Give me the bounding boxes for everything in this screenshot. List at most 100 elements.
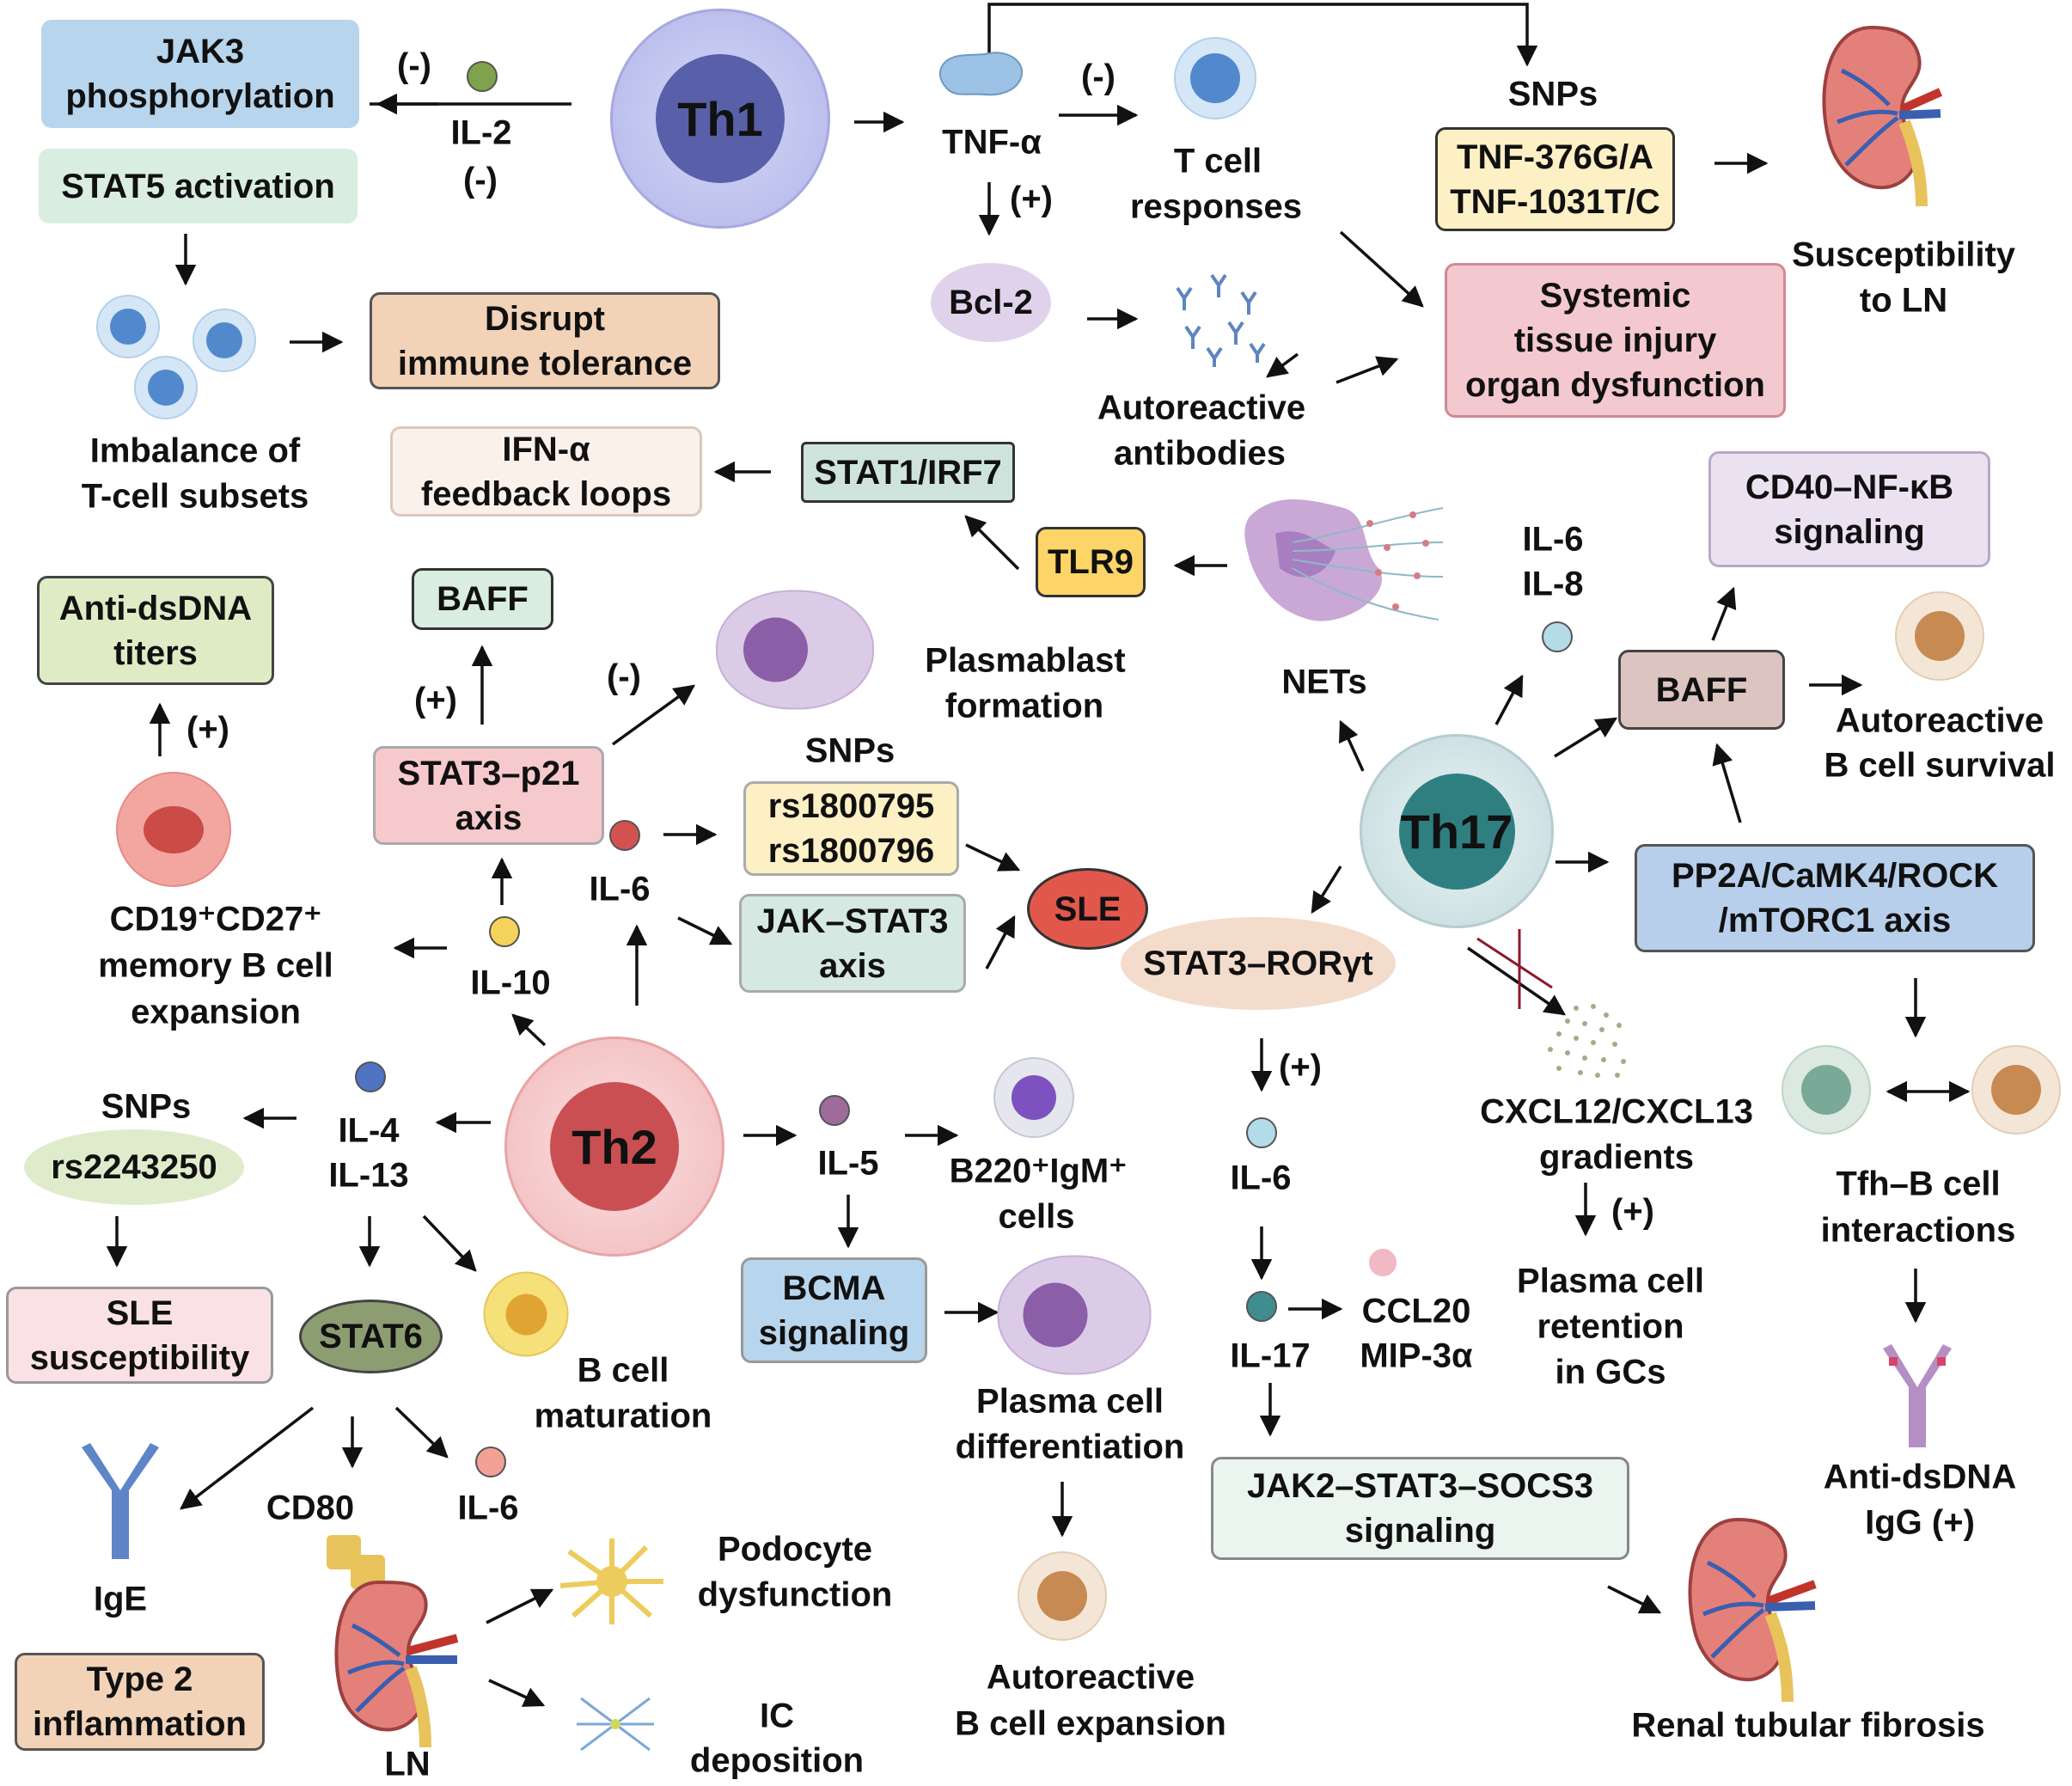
tnf-tcell-neg: (-) — [1081, 58, 1115, 96]
survival-b-cell-icon — [1895, 591, 1984, 681]
tfh-line-1: Tfh–B cell — [1836, 1165, 2001, 1203]
arrow-th17-to-ror — [1311, 865, 1342, 914]
t-cell-icon — [1174, 37, 1256, 119]
cd40-line-2: signaling — [1774, 512, 1925, 551]
gradients-label: gradients — [1538, 1138, 1695, 1177]
il6-stat6-dot — [475, 1447, 506, 1477]
sle-susceptibility-box: SLE susceptibility — [6, 1287, 273, 1384]
il2-neg: (-) — [463, 161, 498, 199]
sle-susceptibility-line-2: susceptibility — [29, 1338, 250, 1377]
to-ln-label: to LN — [1859, 281, 1948, 320]
baff-right-box: BAFF — [1618, 650, 1785, 730]
b-maturation-cell-icon — [483, 1271, 569, 1357]
disrupt-line-1: Disrupt — [485, 299, 605, 338]
th17-label: Th17 — [1400, 804, 1513, 859]
sle-label: SLE — [1054, 890, 1122, 928]
type2-line-2: inflammation — [33, 1705, 247, 1743]
il2-to-jak3-neg: (-) — [397, 46, 431, 85]
il6-th2-label: IL-6 — [589, 870, 651, 908]
ccl20-dot — [1369, 1249, 1397, 1276]
il17-label: IL-17 — [1230, 1336, 1311, 1375]
kidney-icon-right — [1688, 1517, 1817, 1702]
auto-b-exp-line-1: Autoreactive — [986, 1658, 1195, 1697]
cd19-label: CD19⁺CD27⁺ — [109, 900, 322, 939]
arrow-th17-to-nets — [1339, 719, 1365, 772]
cd40-box: CD40–NF-κB signaling — [1708, 451, 1990, 567]
expansion-label: expansion — [131, 993, 301, 1031]
tnf-snp-line-2: TNF-1031T/C — [1450, 182, 1660, 221]
il6-ror-dot — [1246, 1117, 1277, 1148]
bcma-line-1: BCMA — [782, 1269, 886, 1307]
th17-nucleus: Th17 — [1398, 773, 1515, 890]
autoreactive-b-label: Autoreactive — [1835, 701, 2044, 740]
arrow-tcell-to-systemic — [1339, 230, 1424, 308]
th1-label: Th1 — [677, 91, 763, 146]
tcell-label: T cell — [1173, 142, 1262, 180]
il6-stat6-label: IL-6 — [457, 1489, 519, 1527]
jak-stat3-line-1: JAK–STAT3 — [756, 902, 949, 940]
ige-antibody-icon — [82, 1443, 159, 1559]
anti-dsdna-line-1: Anti-dsDNA — [58, 589, 253, 627]
type2-box: Type 2 inflammation — [15, 1653, 265, 1751]
plasmablast-cell-icon — [716, 590, 874, 710]
autoreactive-antibodies-line-1: Autoreactive — [1097, 388, 1306, 427]
stat5-line: STAT5 activation — [61, 167, 335, 205]
arrow-jakstat3-to-sle — [985, 914, 1016, 969]
arrow-stat6-to-ige — [180, 1406, 315, 1510]
cd40-line-1: CD40–NF-κB — [1745, 468, 1954, 506]
ige-label: IgE — [93, 1580, 148, 1618]
tlr9-label: TLR9 — [1048, 543, 1134, 581]
arrow-snps-to-sle — [965, 843, 1021, 872]
formation-label: formation — [944, 687, 1104, 725]
arrow-ln-to-ic — [488, 1679, 546, 1707]
jak3-line-2: phosphorylation — [65, 77, 335, 115]
il13-label: IL-13 — [328, 1156, 409, 1195]
type2-line-1: Type 2 — [86, 1661, 193, 1698]
tcell-subsets-label: T-cell subsets — [81, 477, 309, 516]
rs-snp-line-2: rs1800796 — [767, 832, 935, 870]
ror-pos: (+) — [1279, 1048, 1322, 1086]
snps-mid-label: SNPs — [804, 731, 895, 770]
sle-susceptibility-line-1: SLE — [106, 1294, 174, 1332]
ifn-line-1: IFN-α — [502, 430, 590, 468]
arrow-antibodies-to-systemic — [1335, 356, 1399, 384]
bcma-line-2: signaling — [758, 1313, 910, 1352]
rs2243250-label: rs2243250 — [51, 1148, 217, 1186]
systemic-line-2: tissue injury — [1513, 321, 1717, 359]
susceptibility-label: Susceptibility — [1791, 235, 2016, 274]
disrupt-box: Disrupt immune tolerance — [370, 292, 720, 389]
jak2-stat3-socs3-box: JAK2–STAT3–SOCS3 signaling — [1211, 1457, 1629, 1560]
baff-left-label: BAFF — [437, 580, 529, 618]
b-cell-icon-tfh — [1971, 1045, 2061, 1135]
jak3-line-1: JAK3 — [156, 33, 245, 70]
arrow-th17-to-cxcl — [1467, 946, 1567, 1016]
memory-b-label: memory B cell — [98, 946, 333, 985]
th17-cell: Th17 — [1360, 734, 1554, 928]
bcma-box: BCMA signaling — [741, 1257, 927, 1363]
podocyte-line-2: dysfunction — [697, 1575, 893, 1614]
cxcl-pos: (+) — [1611, 1192, 1654, 1231]
il10-label: IL-10 — [470, 963, 551, 1002]
anti-igg-line-2: IgG (+) — [1865, 1503, 1975, 1542]
th2-nucleus: Th2 — [550, 1082, 679, 1211]
ln-label: LN — [384, 1745, 431, 1783]
ifn-box: IFN-α feedback loops — [390, 426, 702, 517]
autoreactive-antibodies-line-2: antibodies — [1113, 434, 1287, 473]
jak2-line-1: JAK2–STAT3–SOCS3 — [1246, 1467, 1594, 1505]
arrow-il13-to-bmat — [422, 1214, 477, 1272]
stat3-rorgt-label: STAT3–RORγt — [1143, 945, 1373, 982]
stat3-rorgt-ellipse: STAT3–RORγt — [1121, 917, 1396, 1010]
arrow-tlr9-to-stat1 — [964, 515, 1020, 571]
t-subset-cell-1 — [96, 295, 160, 358]
stat1-label: STAT1/IRF7 — [814, 453, 1002, 492]
il8-th17-label: IL-8 — [1522, 565, 1584, 603]
autoreactive-b-cell-icon — [1018, 1551, 1107, 1641]
ic-deposition-icon — [577, 1697, 654, 1752]
arrow-th2-to-il10 — [511, 1013, 547, 1047]
mip3a-label: MIP-3α — [1360, 1336, 1473, 1375]
arrow-th17-to-il6-il8 — [1494, 674, 1524, 725]
cd80-label: CD80 — [266, 1489, 355, 1527]
il4-label: IL-4 — [338, 1111, 400, 1150]
